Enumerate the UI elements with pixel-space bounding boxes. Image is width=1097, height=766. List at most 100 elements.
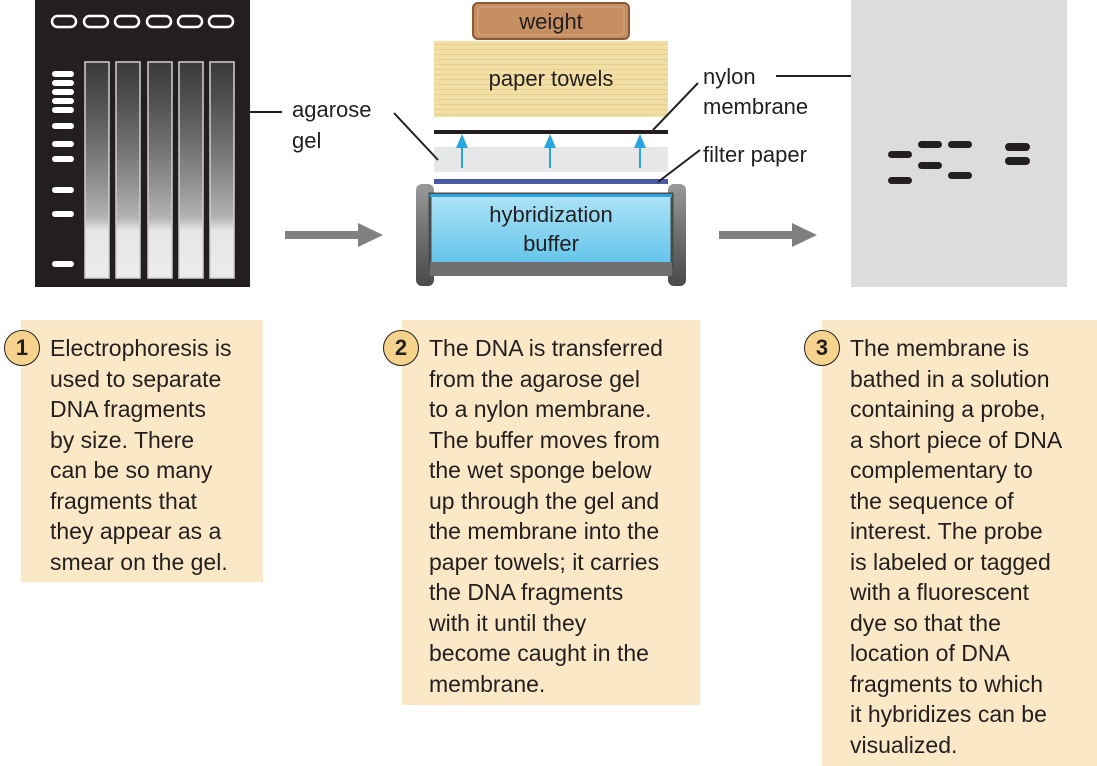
step-2-line: from the agarose gel (429, 365, 640, 392)
filter-paper-leader (657, 149, 701, 183)
gel-wells (50, 14, 235, 29)
gel-well (50, 14, 78, 29)
transfer-apparatus: weight paper towels (416, 2, 686, 286)
step-2-line: paper towels; it carries (429, 548, 660, 575)
step-2-number-badge: 2 (383, 330, 419, 366)
step-arrow-1-to-2 (285, 223, 383, 247)
probe-bands (888, 141, 1030, 184)
probe-band (948, 172, 972, 179)
step-1-line: can be so many (50, 457, 213, 483)
ladder-band (52, 71, 74, 77)
step-2-line: with it until they (429, 609, 587, 636)
step-1-number-badge: 1 (4, 330, 40, 366)
gel-well (207, 14, 235, 29)
ladder-band (52, 156, 74, 162)
step-1-line: smear on the gel. (50, 548, 228, 575)
probe-band (1005, 143, 1030, 151)
probe-band (918, 141, 942, 148)
nylon-label-line1: nylon (703, 64, 756, 89)
step-3-line: complementary to (850, 457, 1033, 483)
gel-lane (84, 61, 110, 279)
nylon-label-line2: membrane (703, 94, 808, 119)
probe-band (888, 151, 912, 158)
step-1-line: DNA fragments (50, 396, 206, 422)
step-2-line: the membrane into the (429, 518, 660, 544)
step-3-box (822, 320, 1097, 766)
agarose-leader (393, 112, 439, 161)
ladder-band (52, 123, 74, 129)
probe-band (1005, 157, 1030, 165)
step-1-box (21, 320, 263, 582)
step-3-line: with a fluorescent (850, 579, 1029, 605)
step-3-line: fragments to which (850, 670, 1044, 697)
buffer-flow-arrow (634, 134, 646, 168)
agarose-label-line1: agarose (292, 97, 372, 122)
step-1-description: Electrophoresis is used to separate DNA … (50, 333, 232, 577)
agarose-label-line2: gel (292, 128, 321, 153)
ladder-band (52, 98, 74, 104)
step-3-line: interest. The probe (850, 518, 1043, 544)
step-1-line: Electrophoresis is (50, 335, 232, 361)
step-3-description: The membrane is bathed in a solution con… (850, 333, 1062, 760)
step-2-line: membrane. (429, 670, 546, 697)
gel-lane (209, 61, 235, 279)
probe-band (888, 177, 912, 184)
probe-band (918, 162, 942, 169)
hybridization-buffer-label-line1: hybridization (489, 202, 613, 227)
step-2-box (402, 320, 700, 705)
ladder-band (52, 89, 74, 95)
gel-lane (115, 61, 141, 279)
step-3-line: is labeled or tagged (850, 548, 1051, 575)
buffer-flow-arrow (456, 134, 468, 168)
ladder-band (52, 261, 74, 267)
step-1-line: used to separate (50, 365, 222, 392)
nylon-leader (652, 82, 699, 131)
probe-band (948, 141, 972, 148)
hybridization-buffer-label-line2: buffer (523, 231, 579, 256)
step-1-line: by size. There (50, 426, 195, 453)
step-1-line: they appear as a (50, 518, 222, 544)
weight-label: weight (518, 9, 583, 34)
step-2-line: become caught in the (429, 640, 649, 666)
step-arrow-2-to-3 (719, 223, 817, 247)
buffer-tray (416, 184, 686, 286)
step-3-number-badge: 3 (804, 330, 840, 366)
ladder-band (52, 141, 74, 147)
ladder-band (52, 107, 74, 113)
gel-well (113, 14, 141, 29)
step-3-line: containing a probe, (850, 396, 1046, 422)
step-3-line: the sequence of (850, 487, 1014, 514)
filter-paper (434, 179, 668, 184)
buffer-flow-arrow (544, 134, 556, 168)
step-2-line: the wet sponge below (429, 457, 652, 483)
step-2-line: the DNA fragments (429, 579, 624, 605)
step-1-line: fragments that (50, 487, 198, 514)
buffer-flow-arrows (456, 134, 646, 168)
gel-lane (178, 61, 204, 279)
filter-paper-label: filter paper (703, 142, 807, 167)
step-3-line: dye so that the (850, 609, 1001, 636)
hybridized-membrane (851, 0, 1067, 287)
step-3-line: location of DNA (850, 640, 1010, 666)
step-2-line: The buffer moves from (429, 426, 660, 453)
agarose-gel (35, 0, 250, 287)
gel-well (82, 14, 110, 29)
step-3-line: visualized. (850, 731, 958, 758)
step-3-line: it hybridizes can be (850, 701, 1047, 727)
paper-towels-label: paper towels (489, 66, 614, 91)
step-2-line: The DNA is transferred (429, 335, 663, 361)
gel-well (176, 14, 204, 29)
paper-towels (434, 41, 668, 117)
ladder-band (52, 187, 74, 193)
step-3-line: The membrane is (850, 335, 1029, 361)
ladder-band (52, 80, 74, 86)
step-3-line: bathed in a solution (850, 365, 1050, 392)
gel-well (145, 14, 173, 29)
step-2-description: The DNA is transferred from the agarose … (429, 333, 663, 699)
step-3-line: a short piece of DNA (850, 426, 1063, 453)
weight-block (472, 2, 630, 40)
ladder-band (52, 211, 74, 217)
step-2-line: to a nylon membrane. (429, 396, 652, 422)
gel-lanes (84, 61, 235, 279)
